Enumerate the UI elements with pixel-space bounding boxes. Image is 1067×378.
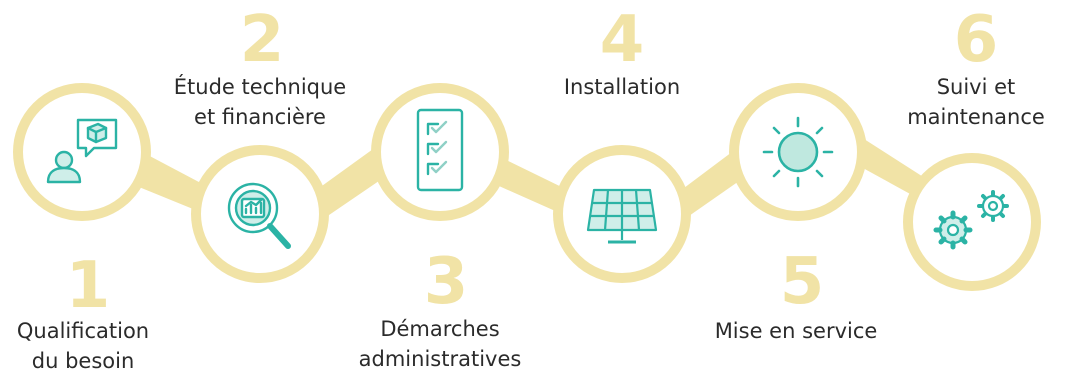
- step-4-number: 4: [599, 3, 645, 77]
- step-5-label: Mise en service: [686, 316, 906, 346]
- step-3-label: Démarches administratives: [340, 314, 540, 374]
- connector-2-3: [308, 144, 392, 228]
- step-5-number: 5: [779, 245, 825, 319]
- step-1-label-line-1: Qualification: [16, 319, 150, 343]
- step-3-label-line-1: Démarches: [380, 317, 500, 341]
- checklist-icon: [416, 108, 464, 192]
- step-6-label: Suivi et maintenance: [892, 72, 1060, 132]
- step-5-node: [729, 83, 867, 221]
- step-2-label-line-2: et financière: [194, 105, 326, 129]
- step-3-node: [371, 83, 509, 221]
- step-2-label: Étude technique et financière: [150, 72, 370, 132]
- step-4-label-line-1: Installation: [563, 75, 681, 99]
- step-1-label-line-2: du besoin: [31, 349, 135, 373]
- connector-5-6: [850, 130, 932, 206]
- step-6-label-line-1: Suivi et: [936, 75, 1016, 99]
- step-3-number: 3: [423, 245, 469, 319]
- step-4-label: Installation: [532, 72, 712, 102]
- step-2-number: 2: [239, 3, 285, 77]
- magnifier-chart-icon: [227, 182, 291, 249]
- step-2-label-line-1: Étude technique: [173, 75, 347, 99]
- step-3-label-line-2: administratives: [358, 347, 522, 371]
- step-6-node: [903, 153, 1041, 291]
- step-1-label: Qualification du besoin: [0, 316, 166, 376]
- step-4-node: [553, 145, 691, 283]
- gears-icon: [933, 190, 1009, 250]
- step-1-number: 1: [65, 249, 111, 323]
- step-1-node: [13, 83, 151, 221]
- step-6-label-line-2: maintenance: [907, 105, 1045, 129]
- sun-icon: [762, 116, 834, 188]
- step-2-node: [191, 145, 329, 283]
- solar-panel-icon: [586, 188, 658, 244]
- step-6-number: 6: [953, 3, 999, 77]
- step-5-label-line-1: Mise en service: [714, 319, 878, 343]
- person-chat-box-icon: [46, 118, 118, 184]
